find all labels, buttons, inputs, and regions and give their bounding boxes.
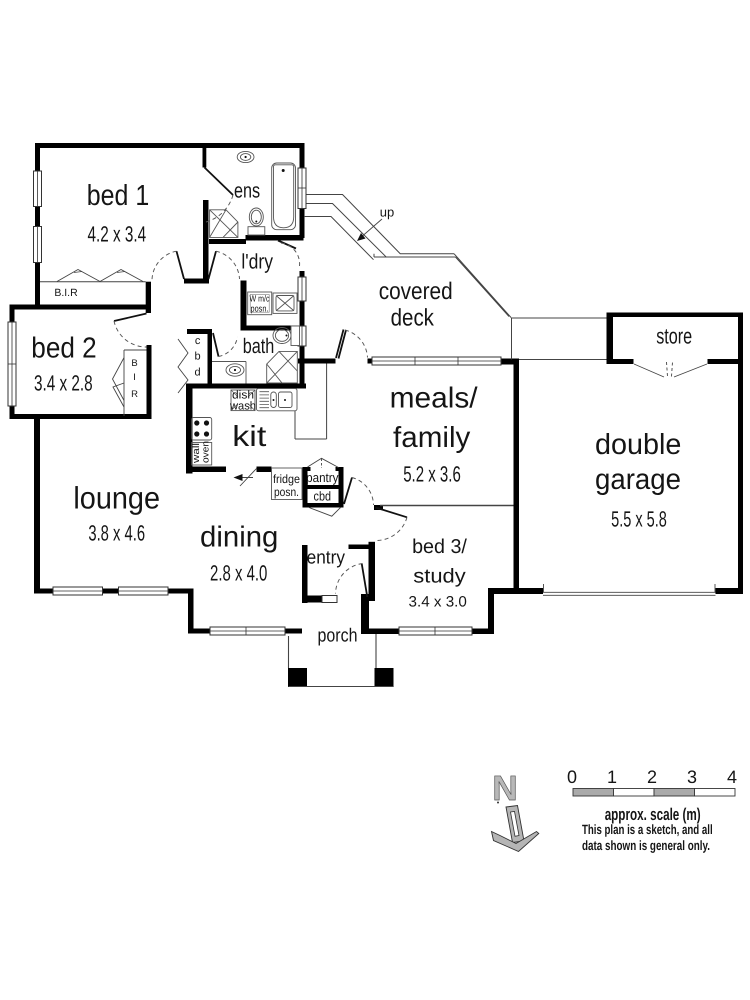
svg-text:porch: porch (318, 626, 358, 647)
svg-text:B: B (131, 358, 137, 369)
svg-text:posn.: posn. (274, 485, 299, 499)
svg-text:wall: wall (191, 443, 202, 464)
svg-text:ens: ens (234, 180, 260, 203)
svg-text:bed 1: bed 1 (87, 180, 149, 212)
svg-text:study: study (413, 566, 465, 588)
svg-text:I: I (133, 372, 136, 383)
svg-text:This plan is a sketch, and all: This plan is a sketch, and all (582, 822, 713, 837)
svg-text:bath: bath (243, 335, 275, 358)
svg-text:store: store (656, 324, 692, 349)
svg-text:5.2 x 3.6: 5.2 x 3.6 (403, 462, 461, 487)
svg-text:W m/c: W m/c (250, 294, 270, 304)
svg-text:dining: dining (200, 522, 278, 554)
svg-text:1: 1 (607, 767, 617, 787)
svg-text:3.8 x 4.6: 3.8 x 4.6 (88, 521, 145, 546)
svg-text:meals/: meals/ (390, 383, 479, 415)
svg-text:fridge: fridge (273, 472, 300, 486)
svg-text:family: family (393, 422, 471, 454)
svg-text:l'dry: l'dry (241, 251, 273, 274)
svg-text:5.5 x 5.8: 5.5 x 5.8 (611, 507, 667, 532)
svg-text:R: R (131, 389, 138, 400)
svg-text:4.2 x 3.4: 4.2 x 3.4 (88, 222, 147, 247)
svg-text:3.4 x 3.0: 3.4 x 3.0 (409, 594, 467, 611)
svg-text:3: 3 (687, 767, 697, 787)
svg-text:entry: entry (307, 548, 346, 569)
svg-text:B.I.R: B.I.R (54, 287, 78, 299)
svg-text:kit: kit (232, 421, 266, 453)
svg-text:4: 4 (727, 767, 737, 787)
svg-text:up: up (380, 205, 394, 220)
svg-text:3.4 x 2.8: 3.4 x 2.8 (34, 371, 93, 396)
svg-text:data shown is general only.: data shown is general only. (582, 838, 710, 853)
svg-text:2.8 x 4.0: 2.8 x 4.0 (210, 561, 267, 586)
svg-text:posn.: posn. (251, 304, 269, 314)
svg-text:covered: covered (379, 278, 453, 305)
svg-text:wash: wash (229, 401, 256, 413)
svg-text:cbd: cbd (314, 489, 332, 504)
svg-text:bed 2: bed 2 (31, 332, 96, 364)
svg-text:d: d (195, 367, 201, 379)
svg-text:deck: deck (391, 305, 435, 332)
svg-text:0: 0 (567, 767, 577, 787)
svg-text:double: double (595, 429, 681, 461)
svg-text:2: 2 (647, 767, 657, 787)
svg-text:bed 3/: bed 3/ (412, 536, 467, 558)
svg-text:pantry: pantry (306, 470, 339, 485)
svg-text:N: N (492, 769, 517, 808)
svg-text:lounge: lounge (73, 481, 160, 516)
svg-text:c: c (195, 335, 201, 347)
svg-text:garage: garage (595, 464, 681, 496)
svg-text:b: b (195, 351, 201, 363)
svg-text:dish: dish (232, 390, 254, 402)
svg-text:approx. scale (m): approx. scale (m) (605, 805, 701, 824)
svg-text:oven: oven (201, 441, 212, 463)
